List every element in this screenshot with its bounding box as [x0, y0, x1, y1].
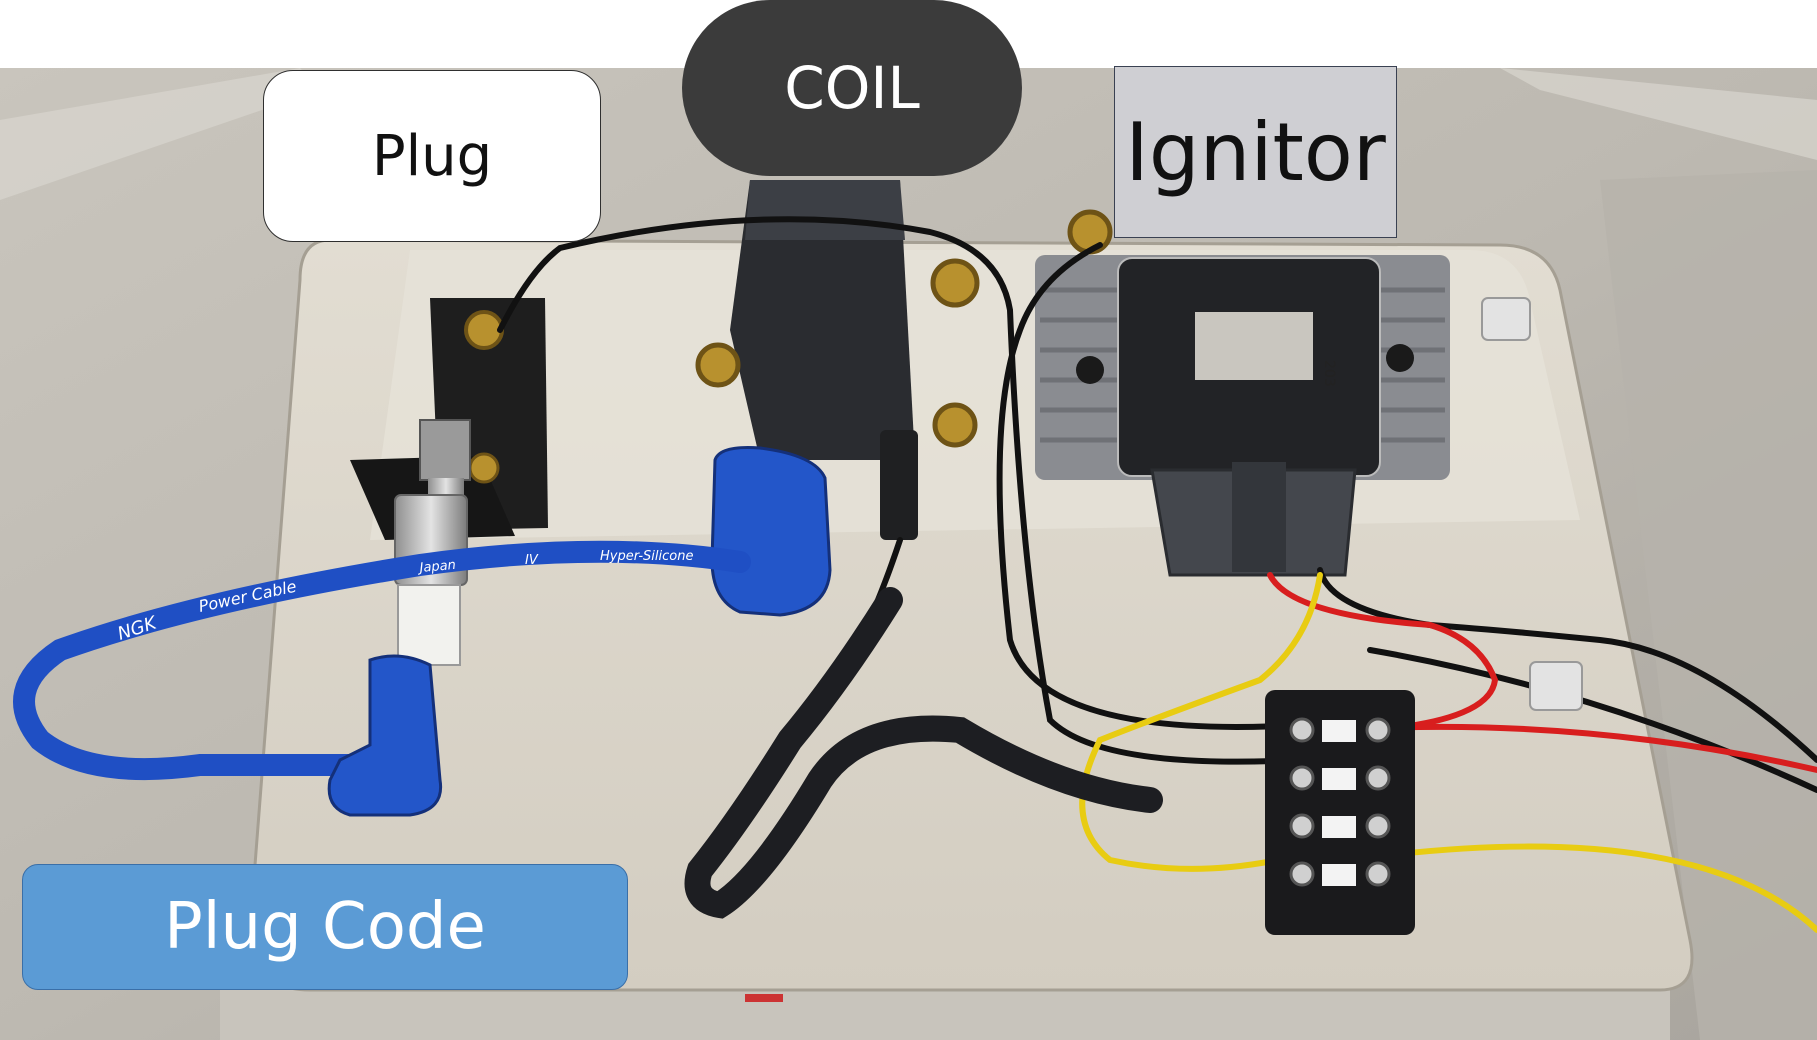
bracket-bolt-lower [468, 452, 500, 484]
spark-plug-hex [419, 419, 471, 481]
coil-boot [710, 446, 832, 617]
plug-label: Plug [263, 70, 601, 242]
ignition-coil-connector [880, 430, 918, 540]
igniter-screw-right [1386, 344, 1414, 372]
terminal-labels [1322, 720, 1356, 886]
bin-rim-bottom [220, 990, 1670, 1040]
bin-right-wall [1600, 170, 1817, 1040]
ignitor-label: Ignitor [1114, 66, 1397, 238]
plug-code-label: Plug Code [22, 864, 628, 990]
terminal-screws [1289, 717, 1391, 887]
spark-plug-cable [13, 540, 751, 781]
ignition-coil-body [730, 180, 915, 460]
board-red-notch [745, 994, 783, 1002]
spark-plug-insulator [397, 584, 461, 666]
module-code-text: 203 [1321, 360, 1337, 387]
coil-mount-bolt [930, 258, 980, 308]
igniter-screw [1076, 356, 1104, 384]
cable-type-text: Hyper-Silicone [600, 549, 693, 564]
bracket-bolt [464, 310, 504, 350]
igniter-ground-bolt [1067, 209, 1113, 255]
bin-clip [1481, 297, 1531, 341]
yellow-wires [1079, 572, 1817, 933]
taped-harness [684, 587, 1163, 919]
cable-grade-text: IV [525, 553, 539, 568]
black-wires [497, 216, 1817, 793]
ignition-coil-top [745, 180, 905, 240]
cable-origin-text: Japan [416, 558, 456, 576]
coil-label: COIL [682, 0, 1022, 176]
bin-clip-2 [1529, 661, 1583, 711]
igniter-sticker [1195, 312, 1313, 380]
igniter-connector-latch [1232, 462, 1286, 572]
coil-mount-bolt-3 [695, 342, 741, 388]
coil-mount-bolt-2 [932, 402, 978, 448]
plug-boot [327, 654, 443, 817]
